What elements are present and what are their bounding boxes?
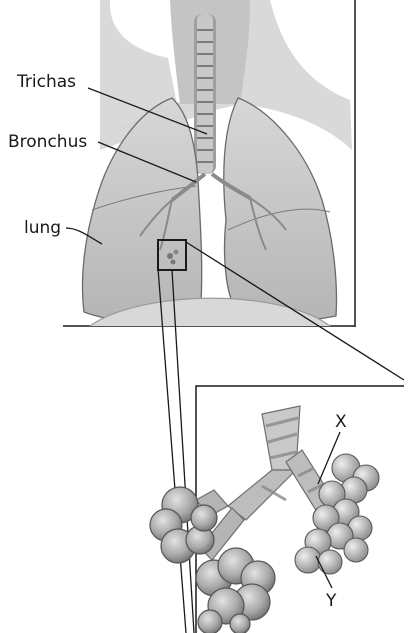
alveoli-panel: [150, 386, 404, 633]
trachea-illustration: [194, 14, 216, 174]
label-bronchus: Bronchus: [8, 132, 87, 152]
label-x: X: [335, 412, 347, 432]
label-lung: lung: [24, 218, 61, 238]
alveolar-sac-lower: [196, 548, 275, 633]
label-trachea: Trichas: [16, 72, 76, 92]
label-y: Y: [325, 591, 337, 611]
thorax-illustration: [63, 0, 355, 327]
